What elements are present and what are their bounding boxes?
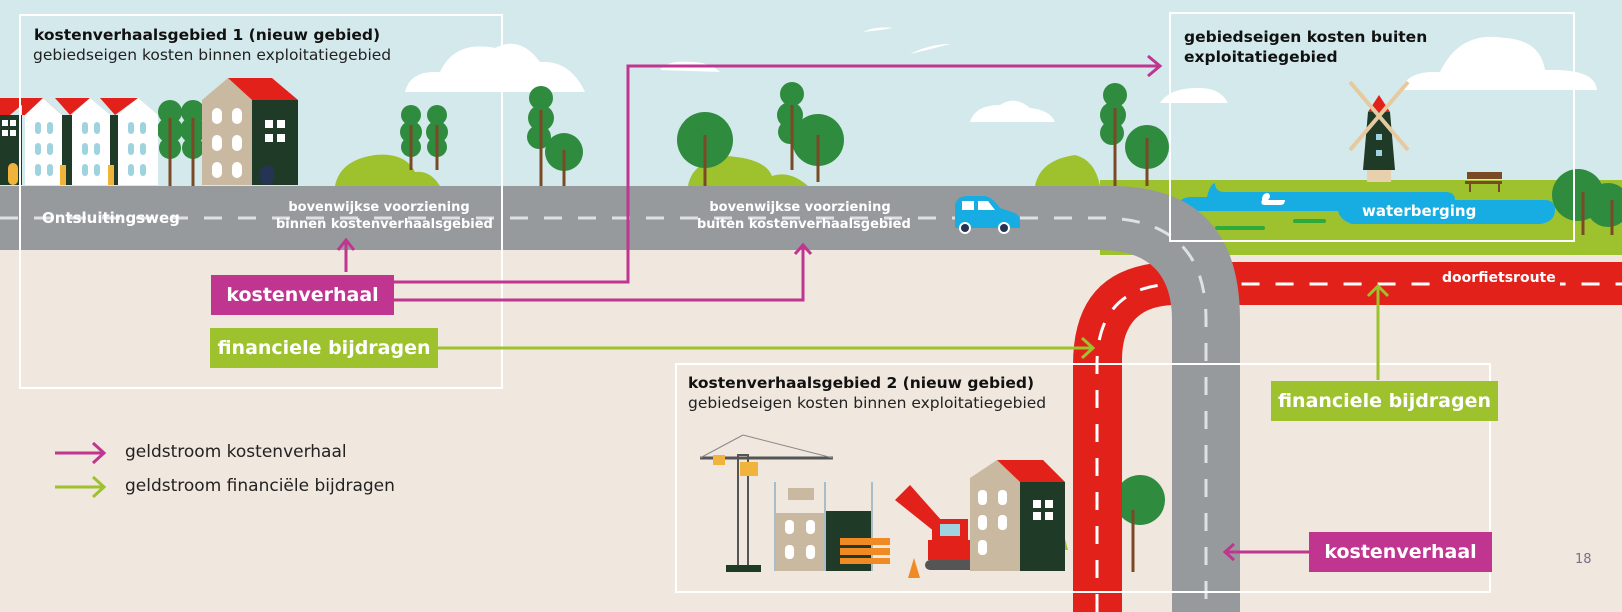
- facility-inside-label: bovenwijkse voorziening binnen kostenver…: [276, 199, 493, 233]
- tag-kostenverhaal-2: kostenverhaal: [1309, 532, 1492, 572]
- traffic-cone-icon: [908, 558, 920, 578]
- houses-area-1: [0, 78, 298, 185]
- area-3-title-line1: gebiedseigen kosten buiten: [1184, 28, 1428, 46]
- area-1-subtitle: gebiedseigen kosten binnen exploitatiege…: [33, 46, 392, 64]
- flow-kostenverhaal: [336, 54, 1310, 562]
- clouds: [405, 27, 1597, 122]
- bench-icon: [1465, 172, 1502, 192]
- tag-financiele-bijdragen-2: financiele bijdragen: [1271, 381, 1498, 421]
- grass-strips: [1215, 219, 1326, 230]
- area-2-title: kostenverhaalsgebied 2 (nieuw gebied): [688, 374, 1035, 392]
- house-area-2: [970, 460, 1065, 571]
- tag-kostenverhaal-1: kostenverhaal: [211, 275, 394, 315]
- legend-label-financiele-bijdragen: geldstroom financiële bijdragen: [125, 476, 395, 496]
- area-2-frame: [675, 363, 1491, 593]
- flow-financiele-bijdragen: [438, 283, 1390, 380]
- page-number: 18: [1575, 552, 1592, 567]
- area-3-frame: [1169, 12, 1575, 242]
- facility-inside-line2: binnen kostenverhaalsgebied: [276, 217, 493, 232]
- legend-label-kostenverhaal: geldstroom kostenverhaal: [125, 442, 347, 462]
- facility-outside-label: bovenwijkse voorziening buiten kostenver…: [697, 199, 911, 233]
- legend-arrow-kostenverhaal: [55, 441, 107, 465]
- main-road: [0, 186, 1240, 612]
- legend-arrow-financiele-bijdragen: [55, 475, 107, 499]
- car-icon: [955, 196, 1020, 234]
- windmill-icon: [1348, 80, 1410, 182]
- area-3-title-line2: exploitatiegebied: [1184, 48, 1338, 66]
- water-basin: [1180, 183, 1555, 224]
- bike-route: [1073, 262, 1622, 612]
- area-1-frame: [19, 14, 503, 389]
- roadblock-icon: [840, 538, 890, 564]
- water-label: waterberging: [1362, 202, 1477, 220]
- construction-scene: [699, 434, 1065, 578]
- crane-icon: [699, 434, 834, 572]
- facility-inside-line1: bovenwijkse voorziening: [288, 200, 470, 215]
- trees: [157, 82, 1622, 572]
- facility-outside-line1: bovenwijkse voorziening: [709, 200, 891, 215]
- bike-route-label: doorfietsroute: [1438, 270, 1560, 286]
- tag-financiele-bijdragen-1: financiele bijdragen: [210, 328, 438, 368]
- area-1-title: kostenverhaalsgebied 1 (nieuw gebied): [34, 26, 381, 44]
- duck-icon: [1261, 193, 1285, 205]
- road-label-ontsluitingsweg: Ontsluitingsweg: [42, 209, 180, 227]
- area-2-subtitle: gebiedseigen kosten binnen exploitatiege…: [688, 394, 1047, 412]
- facility-outside-line2: buiten kostenverhaalsgebied: [697, 217, 911, 232]
